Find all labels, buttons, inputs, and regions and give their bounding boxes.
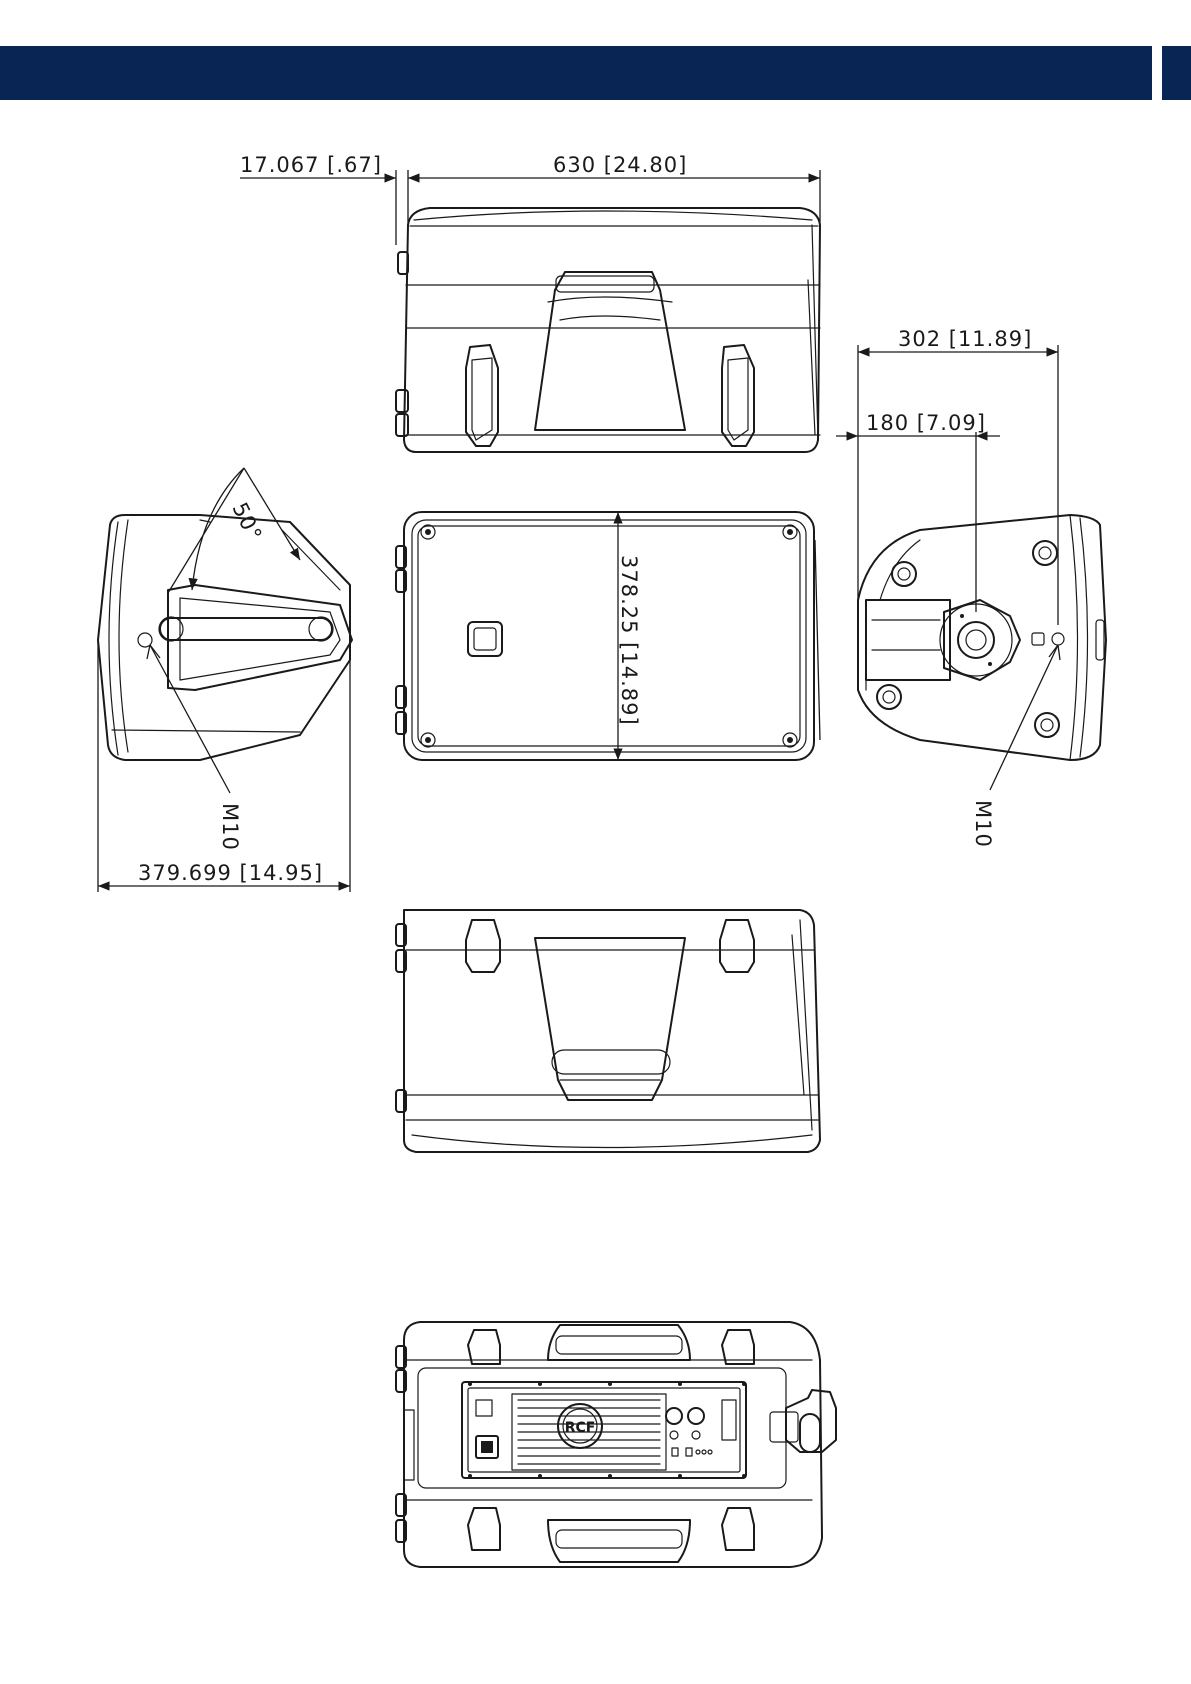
- angle-dimension: 50°: [168, 468, 300, 593]
- depth-label: 302 [11.89]: [898, 327, 1032, 351]
- xlr-input-icon: [666, 1408, 682, 1424]
- thread-left-callout: M10: [147, 645, 242, 851]
- angle-label: 50°: [228, 499, 267, 546]
- width-dimension: 17.067 [.67] 630 [24.80]: [240, 153, 820, 245]
- width-label: 630 [24.80]: [553, 153, 687, 177]
- right-side-view: [858, 515, 1106, 760]
- height-label: 378.25 [14.89]: [617, 555, 641, 726]
- rear-panel-view: RCF: [396, 1322, 836, 1567]
- bottom-view: [396, 910, 820, 1152]
- rcf-logo-text: RCF: [565, 1420, 596, 1436]
- height-dimension: 378.25 [14.89]: [617, 512, 641, 760]
- xlr-input-icon: [688, 1408, 704, 1424]
- offset-label: 17.067 [.67]: [240, 153, 382, 177]
- left-side-view: [98, 515, 352, 760]
- side-depth-dimension: 379.699 [14.95]: [98, 640, 350, 892]
- depth-dimension: 302 [11.89] 180 [7.09]: [836, 327, 1058, 625]
- thread-right-label: M10: [971, 800, 995, 848]
- top-view: [396, 208, 820, 452]
- thread-left-label: M10: [218, 803, 242, 851]
- pole-offset-label: 180 [7.09]: [866, 411, 986, 435]
- front-view: [396, 512, 820, 760]
- side-depth-label: 379.699 [14.95]: [138, 861, 323, 885]
- logo-badge-icon: [468, 622, 502, 656]
